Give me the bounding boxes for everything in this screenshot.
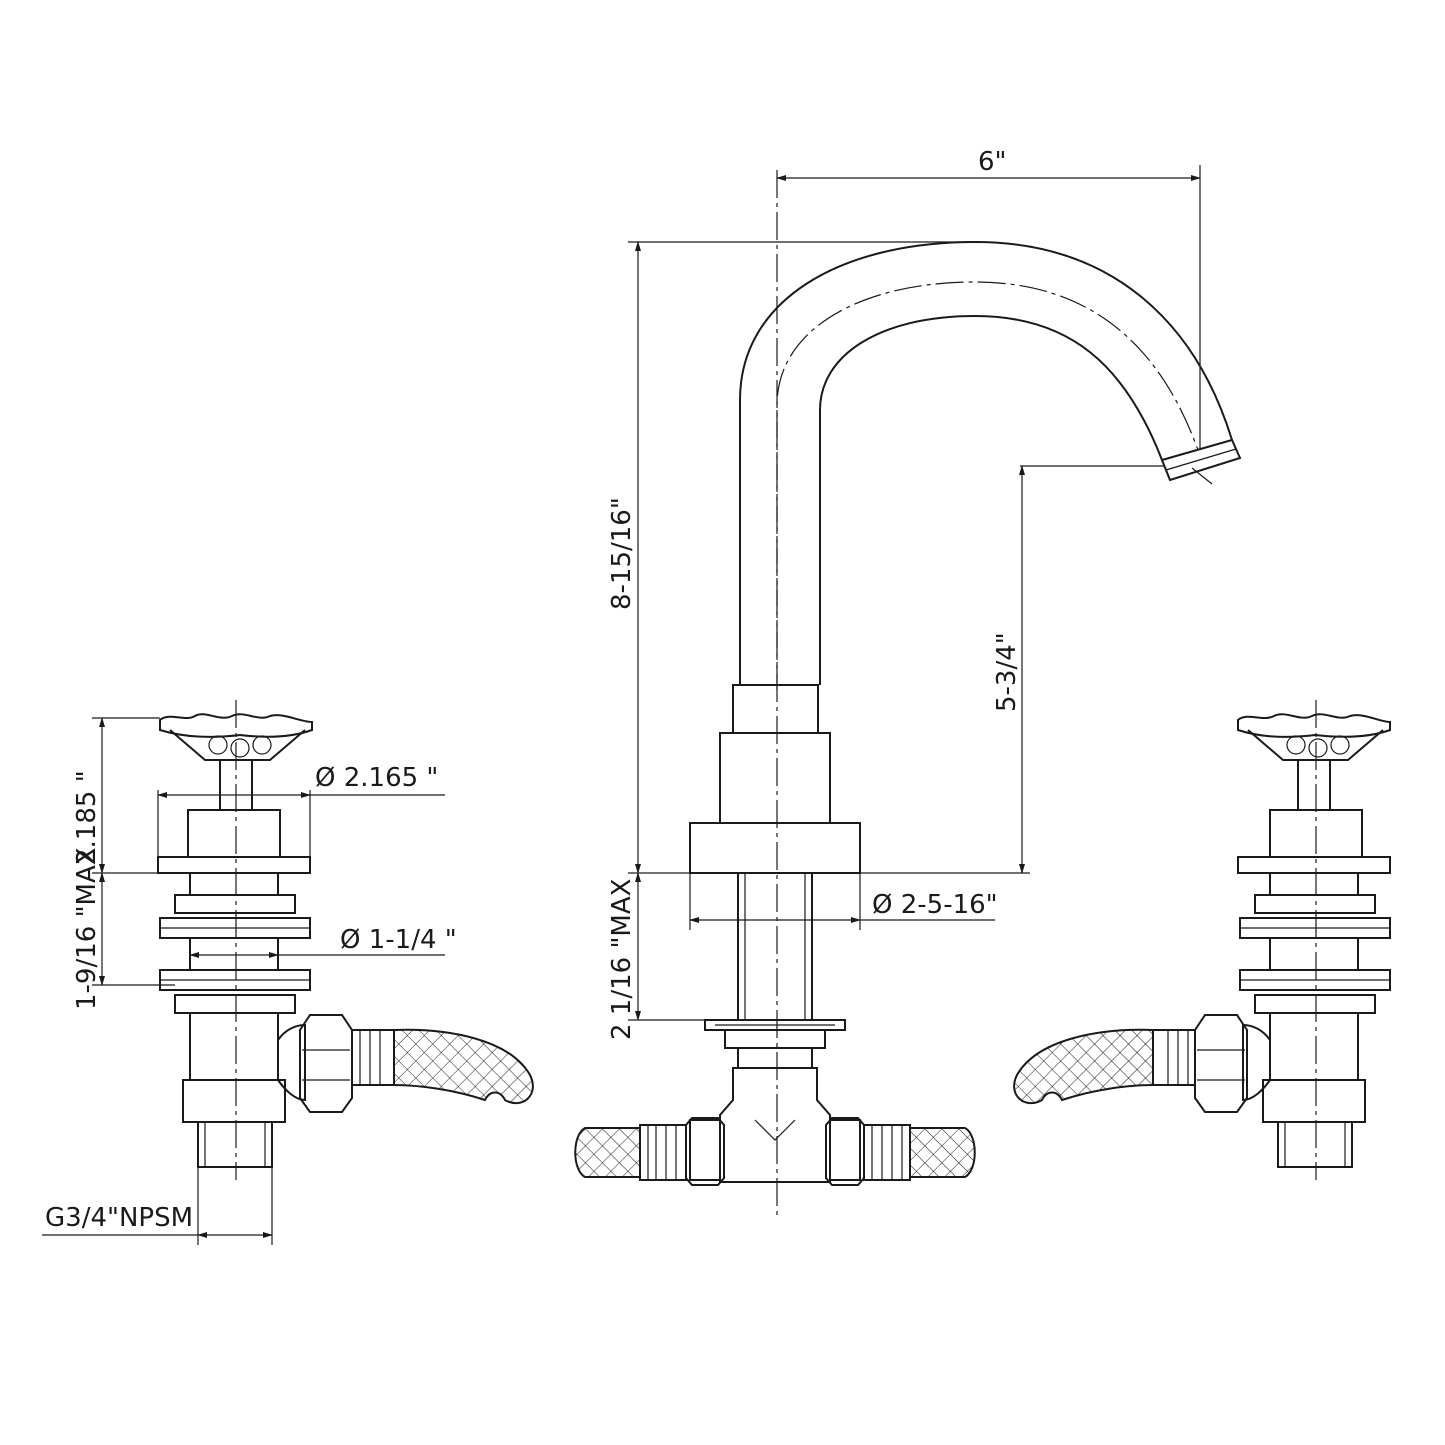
dim-spout-base-diameter: Ø 2-5-16" [872,890,998,920]
dim-spout-deck-thickness: 2 1/16 "MAX [607,879,637,1040]
dim-spout-height: 8-15/16" [607,497,637,610]
dimension-lines [42,165,1201,1245]
dim-handle-diameter: Ø 2.165 " [315,763,438,793]
dim-handle-deck-thickness: 1-9/16 "MAX [72,847,102,1010]
dim-shank-diameter: Ø 1-1/4 " [340,925,457,955]
dim-spout-reach: 6" [978,147,1007,177]
dim-handle-height: 2.185 " [72,770,102,865]
dim-connection-thread: G3/4"NPSM [45,1203,193,1233]
dimension-labels: 6" 8-15/16" 5-3/4" Ø 2-5-16" 2 1/16 "MAX… [45,147,1022,1233]
right-handle-valve [1013,700,1391,1180]
spout-assembly [574,170,1242,1215]
left-handle-valve [157,700,534,1180]
dim-outlet-height: 5-3/4" [992,632,1022,712]
